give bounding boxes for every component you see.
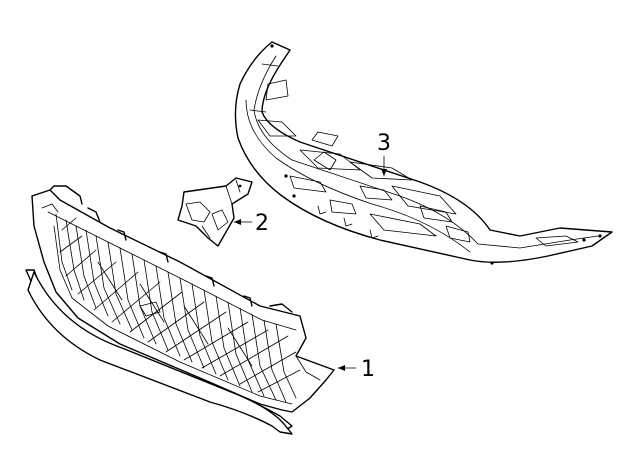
callout-label-bracket: 2: [255, 211, 269, 236]
radiator-support-cover-part[interactable]: [234, 41, 613, 265]
callout-2: 2: [233, 211, 269, 236]
callout-1: 1: [337, 357, 375, 382]
callout-label-grille: 1: [361, 357, 375, 382]
grille-part[interactable]: [25, 185, 335, 435]
callout-label-cover: 3: [377, 131, 391, 156]
bracket-part[interactable]: [177, 177, 253, 247]
callout-3: 3: [377, 131, 391, 177]
